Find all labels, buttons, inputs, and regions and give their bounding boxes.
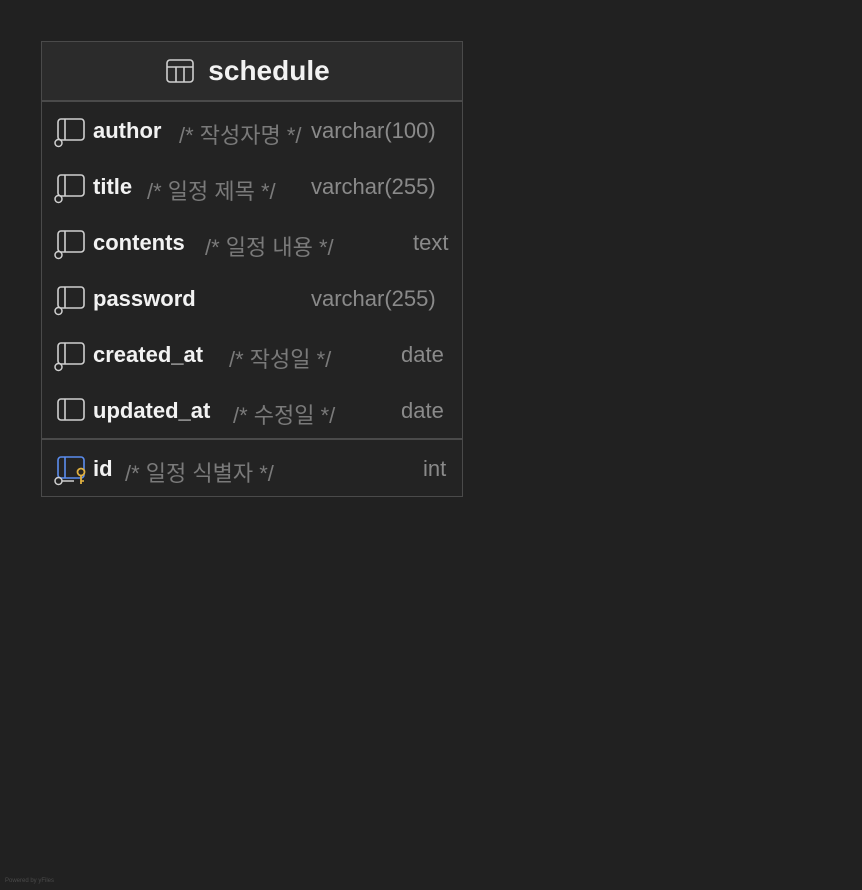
column-nullable-icon (54, 174, 85, 204)
primary-key-divider (42, 438, 462, 440)
column-comment: /* 작성일 */ (229, 347, 332, 372)
column-row-title[interactable]: title /* 일정 제목 */ varchar(255) (42, 158, 462, 214)
column-comment: /* 일정 제목 */ (147, 179, 276, 204)
column-name: contents (93, 230, 185, 255)
primary-key-icon (54, 456, 86, 486)
column-comment: /* 작성자명 */ (179, 123, 302, 148)
column-name: id (93, 456, 113, 481)
column-row-created-at[interactable]: created_at /* 작성일 */ date (42, 326, 462, 382)
column-type: varchar(255) (311, 174, 436, 199)
column-icon (57, 398, 85, 421)
column-row-contents[interactable]: contents /* 일정 내용 */ text (42, 214, 462, 270)
column-row-author[interactable]: author /* 작성자명 */ varchar(100) (42, 102, 462, 158)
column-name: password (93, 286, 196, 311)
column-name: title (93, 174, 133, 199)
table-node-schedule[interactable]: schedule author /* 작성자명 */ varchar(100) … (41, 41, 463, 497)
table-header[interactable]: schedule (42, 42, 462, 102)
column-type: varchar(255) (311, 286, 436, 311)
column-type: varchar(100) (311, 118, 436, 143)
table-title: schedule (208, 55, 330, 86)
table-icon (166, 59, 195, 83)
column-type: date (401, 342, 444, 367)
column-row-updated-at[interactable]: updated_at /* 수정일 */ date (42, 382, 462, 438)
column-nullable-icon (54, 230, 85, 260)
column-comment: /* 수정일 */ (233, 403, 336, 428)
column-row-password[interactable]: password varchar(255) (42, 270, 462, 326)
column-nullable-icon (54, 118, 85, 148)
column-type: date (401, 398, 444, 423)
column-type: int (423, 456, 447, 481)
column-nullable-icon (54, 286, 85, 316)
column-comment: /* 일정 식별자 */ (125, 461, 274, 486)
column-type: text (413, 230, 449, 255)
column-name: created_at (93, 342, 204, 367)
column-nullable-icon (54, 342, 85, 372)
column-row-id[interactable]: id /* 일정 식별자 */ int (42, 440, 462, 496)
column-name: updated_at (93, 398, 211, 423)
watermark: Powered by yFiles (5, 878, 55, 884)
column-name: author (93, 118, 162, 143)
column-comment: /* 일정 내용 */ (205, 235, 334, 260)
